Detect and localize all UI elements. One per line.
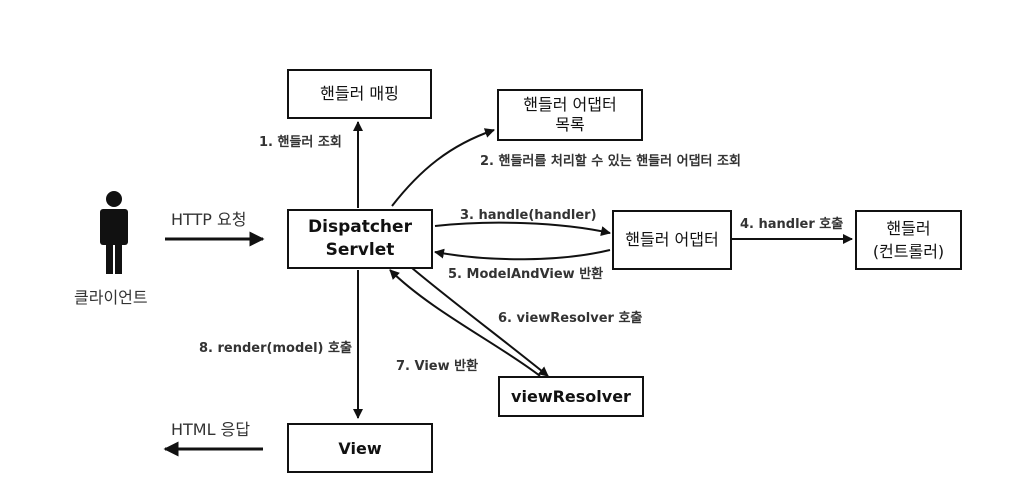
adapter-list-line1: 핸들러 어댑터 <box>523 95 617 114</box>
step2-arrow <box>391 128 495 207</box>
step3-label: 3. handle(handler) <box>460 208 597 223</box>
view-label: View <box>338 438 382 458</box>
step5-label: 5. ModelAndView 반환 <box>448 267 604 282</box>
client-label: 클라이언트 <box>74 288 148 307</box>
step7-arrow <box>389 269 541 377</box>
handler-adapter-label: 핸들러 어댑터 <box>625 230 719 249</box>
http-request-label: HTTP 요청 <box>171 210 247 229</box>
step4-label: 4. handler 호출 <box>740 217 844 232</box>
step7-label: 7. View 반환 <box>396 359 479 374</box>
step2-label: 2. 핸들러를 처리할 수 있는 핸들러 어댑터 조회 <box>480 154 741 169</box>
step8-label: 8. render(model) 호출 <box>199 341 352 356</box>
adapter-list-box: 핸들러 어댑터 목록 <box>497 89 643 141</box>
view-box: View <box>287 423 433 473</box>
step6-label: 6. viewResolver 호출 <box>498 311 643 326</box>
step3-arrow <box>434 221 611 236</box>
client-person-icon <box>100 191 128 274</box>
adapter-list-line2: 목록 <box>555 115 585 134</box>
handler-mapping-box: 핸들러 매핑 <box>287 69 432 119</box>
handler-line2: (컨트롤러) <box>872 242 945 261</box>
dispatcher-servlet-line1: Dispatcher <box>308 217 412 237</box>
step1-label: 1. 핸들러 조회 <box>259 135 342 150</box>
step6-arrow <box>411 267 549 377</box>
step5-arrow <box>434 248 611 261</box>
dispatcher-servlet-box: Dispatcher Servlet <box>287 209 433 269</box>
view-resolver-box: viewResolver <box>498 376 644 417</box>
handler-box: 핸들러 (컨트롤러) <box>855 210 962 270</box>
handler-mapping-label: 핸들러 매핑 <box>320 84 399 103</box>
handler-line1: 핸들러 <box>886 219 931 238</box>
dispatcher-servlet-line2: Servlet <box>325 240 395 260</box>
html-response-label: HTML 응답 <box>171 420 251 439</box>
handler-adapter-box: 핸들러 어댑터 <box>612 210 732 270</box>
view-resolver-label: viewResolver <box>511 387 631 406</box>
